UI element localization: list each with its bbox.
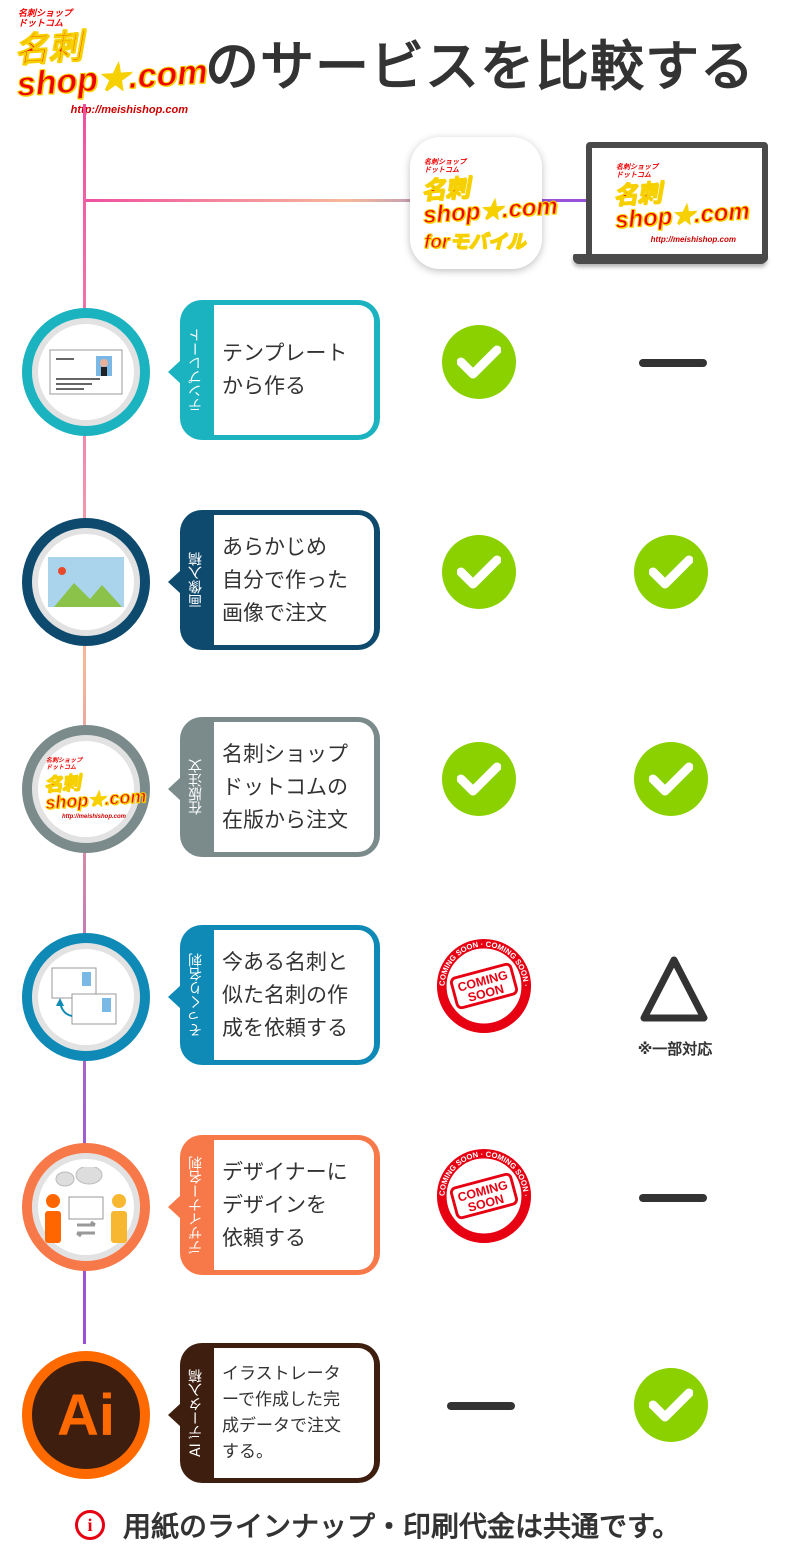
copy-cards-icon [22,933,150,1061]
pc-status-dash [634,325,714,405]
pc-status-check [634,535,714,615]
illustrator-ai-icon: Ai [22,1351,150,1479]
pc-status-check [634,742,714,822]
check-icon [634,535,708,609]
service-tag: テンプレート [188,328,204,412]
check-icon [634,742,708,816]
service-row: テンプレート テンプレート から作る [0,295,800,445]
triangle-icon [640,956,708,1022]
check-icon [442,325,516,399]
service-description-text: テンプレート から作る [222,341,348,398]
service-tag: 在版注文 [188,759,204,815]
meishishop-logo[interactable]: 名刺ショップドットコム 名刺shop★.com http://meishisho… [13,8,210,116]
service-callout: AI データ入稿 イラストレータ ーで作成した完 成データで注文 する。 [168,1343,380,1483]
mobile-status-dash [442,1368,522,1448]
service-callout: そっくり名刺 今ある名刺と 似た名刺の作 成を依頼する [168,925,380,1065]
footer-note: i 用紙のラインナップ・印刷代金は共通です。 [75,1505,680,1545]
dash-icon [639,1194,707,1202]
pc-status-dash [634,1160,714,1240]
designer-people-icon [22,1143,150,1271]
info-icon: i [75,1510,105,1540]
service-tag: AI データ入稿 [188,1368,204,1458]
service-description-text: あらかじめ 自分で作った 画像で注文 [222,534,348,625]
mobile-status-check [442,742,522,822]
check-icon [442,535,516,609]
service-tag: そっくり名刺 [188,953,204,1037]
pc-laptop-icon: 名刺ショップドットコム 名刺shop★.com http://meishisho… [586,142,768,262]
mobile-app-icon: 名刺ショップドットコム 名刺shop★.com forモバイル [410,137,559,269]
partial-support-note: ※一部対応 [637,1040,713,1058]
service-callout: デザイナー名刺 デザイナーに デザインを 依頼する [168,1135,380,1275]
service-description: イラストレータ ーで作成した完 成データで注文 する。 [214,1348,374,1478]
service-description: あらかじめ 自分で作った 画像で注文 [214,515,374,645]
service-description: 名刺ショップ ドットコムの 在版から注文 [214,722,374,852]
service-description-text: デザイナーに デザインを 依頼する [222,1159,348,1250]
service-callout: テンプレート テンプレート から作る [168,300,380,440]
connector-line-2 [542,199,588,202]
service-description-text: イラストレータ ーで作成した完 成データで注文 する。 [222,1364,341,1462]
page-title: のサービスを比較する [205,35,755,98]
service-description: デザイナーに デザインを 依頼する [214,1140,374,1270]
service-row: 画像入稿 あらかじめ 自分で作った 画像で注文 [0,505,800,655]
service-callout: 画像入稿 あらかじめ 自分で作った 画像で注文 [168,510,380,650]
laptop-base [573,254,767,264]
check-icon [634,1368,708,1442]
service-description-text: 今ある名刺と 似た名刺の作 成を依頼する [222,949,348,1040]
timeline-line [83,104,86,1344]
check-icon [442,742,516,816]
service-row: Ai AI データ入稿 イラストレータ ーで作成した完 成データで注文 する。 [0,1338,800,1488]
service-tag: 画像入稿 [188,552,204,608]
mobile-status-check [442,535,522,615]
mobile-status-check [442,325,522,405]
dash-icon [447,1402,515,1410]
service-callout: 在版注文 名刺ショップ ドットコムの 在版から注文 [168,717,380,857]
service-tag: デザイナー名刺 [188,1156,204,1254]
service-description-text: 名刺ショップ ドットコムの 在版から注文 [222,741,348,832]
pc-status-check [634,1368,714,1448]
connector-line [86,199,410,202]
pc-status-triangle: ※一部対応 [634,950,714,1058]
service-description: 今ある名刺と 似た名刺の作 成を依頼する [214,930,374,1060]
image-icon [22,518,150,646]
business-card-icon [22,308,150,436]
service-description: テンプレート から作る [214,305,374,435]
dash-icon [639,359,707,367]
